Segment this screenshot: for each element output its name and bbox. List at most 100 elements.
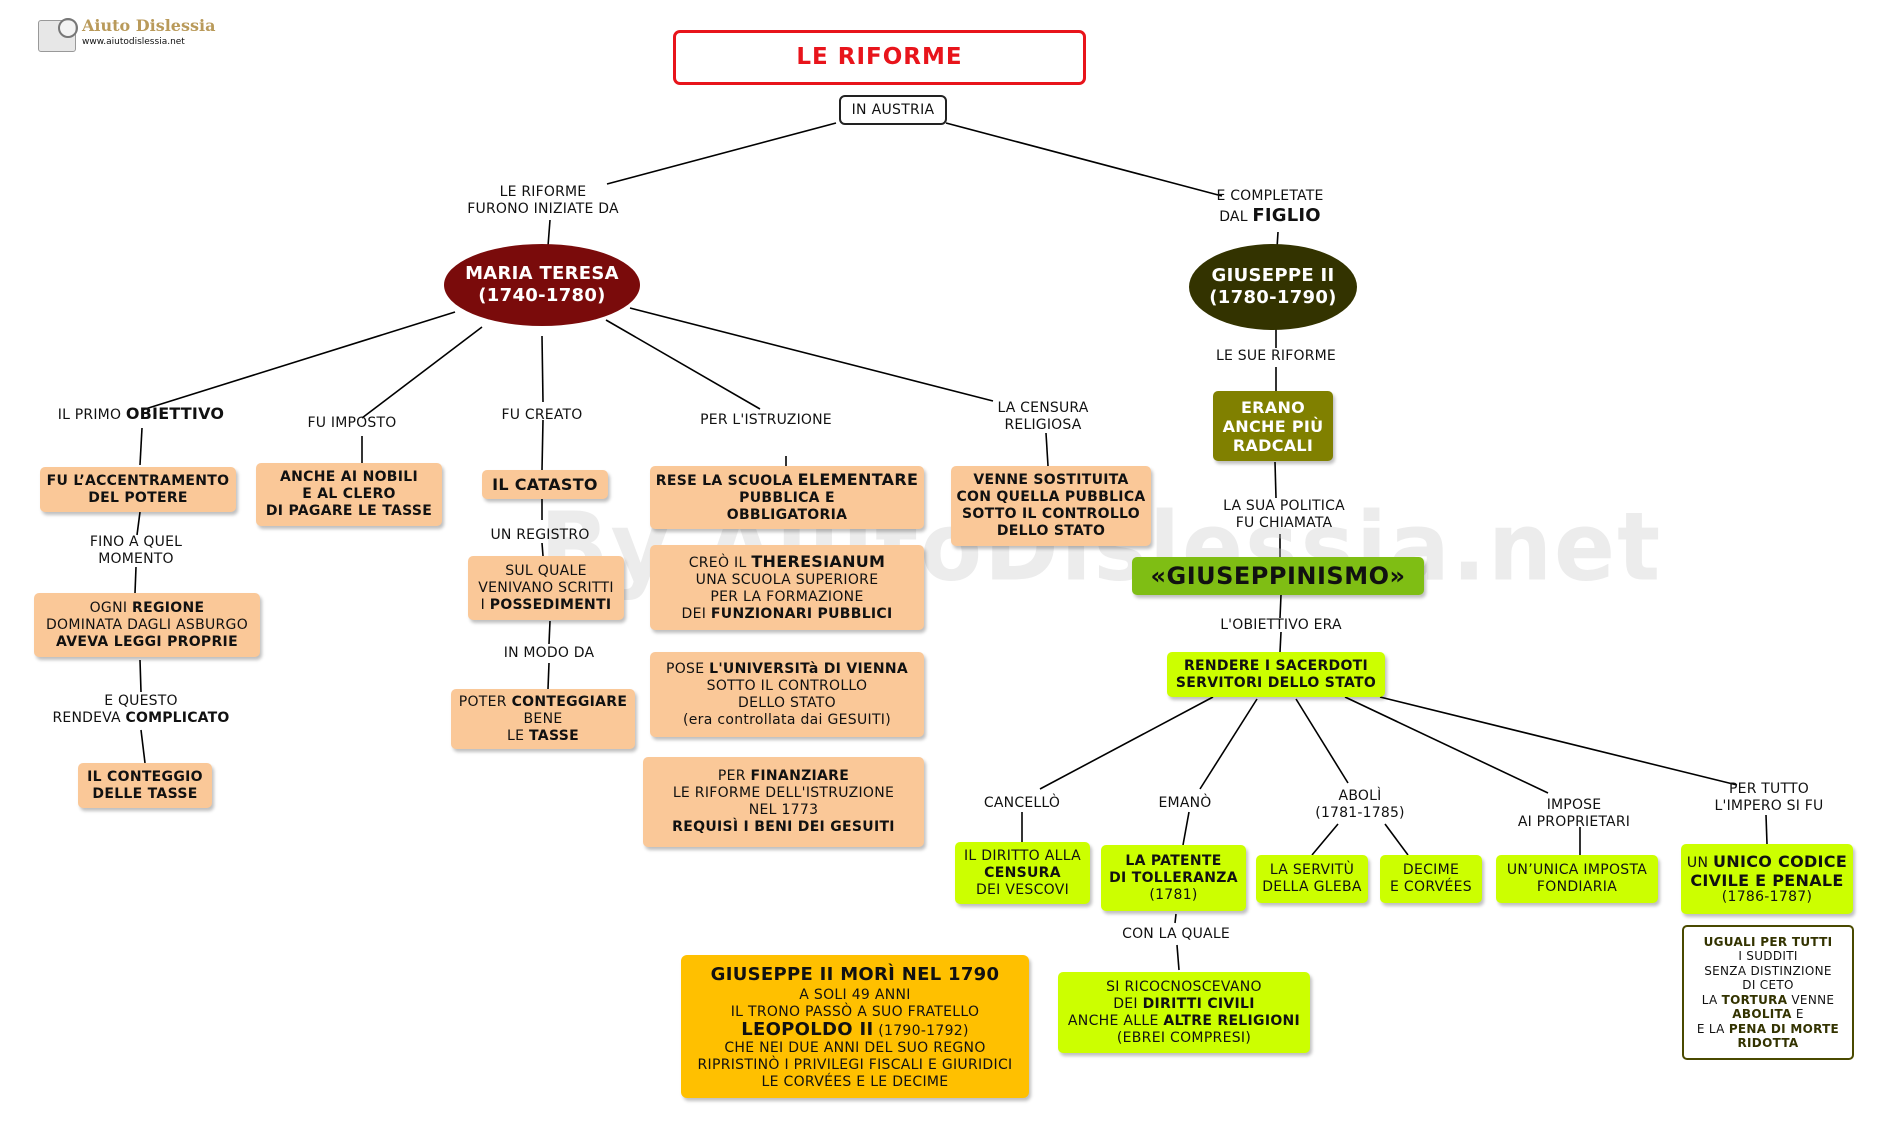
box-text: LE TASSE xyxy=(507,727,579,744)
link-text: (1781-1785) xyxy=(1315,805,1405,821)
link-text: L'OBIETTIVO ERA xyxy=(1220,617,1342,633)
box-text: UN UNICO CODICE xyxy=(1686,851,1848,871)
giuseppinismo-box: «GIUSEPPINISMO» xyxy=(1132,557,1424,595)
box-text: DI PAGARE LE TASSE xyxy=(265,503,433,519)
box-text: ANCHE AI NOBILI xyxy=(279,469,419,485)
box-text: BENE xyxy=(523,710,563,727)
logo-name: Aiuto Dislessia xyxy=(82,16,216,35)
box-text: UN’UNICA IMPOSTA xyxy=(1506,862,1648,878)
imposto-box: ANCHE AI NOBILI E AL CLERO DI PAGARE LE … xyxy=(256,463,442,526)
box-text: DELLO STATO xyxy=(996,523,1106,539)
box-text: ANCHE PIÙ xyxy=(1222,416,1324,436)
node-name: MARIA TERESA xyxy=(465,263,619,284)
link-text: DAL FIGLIO xyxy=(1219,205,1321,226)
node-name: GIUSEPPE II xyxy=(1211,265,1335,286)
box-text: REQUISÌ I BENI DEI GESUITI xyxy=(672,819,895,835)
link-text: FU IMPOSTO xyxy=(307,415,397,431)
link-text: PER L'ISTRUZIONE xyxy=(700,412,832,428)
imposta-fondiaria-box: UN’UNICA IMPOSTA FONDIARIA xyxy=(1496,855,1658,903)
box-text: UNA SCUOLA SUPERIORE xyxy=(695,571,879,588)
link-text: E QUESTO xyxy=(104,693,178,709)
node-years: (1740-1780) xyxy=(478,285,606,306)
root-node-text: IN AUSTRIA xyxy=(851,101,935,118)
link-text: LE RIFORME xyxy=(499,184,587,200)
link-text: L'IMPERO SI FU xyxy=(1714,798,1824,814)
link-text: AI PROPRIETARI xyxy=(1517,814,1631,830)
box-text: IL CONTEGGIO xyxy=(87,768,203,785)
link-con-la-quale: CON LA QUALE xyxy=(1122,926,1230,943)
link-text: FINO A QUEL xyxy=(89,534,183,550)
box-text: IL TRONO PASSÒ A SUO FRATELLO xyxy=(730,1003,980,1020)
main-title-text: LE RIFORME xyxy=(796,44,963,70)
box-text: LA PATENTE xyxy=(1125,852,1222,869)
patente-tolleranza-box: LA PATENTE DI TOLLERANZA (1781) xyxy=(1101,845,1246,911)
box-text: SOTTO IL CONTROLLO xyxy=(962,506,1140,522)
link-text: FU CREATO xyxy=(501,407,583,423)
link-text: IN MODO DA xyxy=(503,645,595,661)
accentramento-box: FU L’ACCENTRAMENTO DEL POTERE xyxy=(40,467,236,512)
box-text: LE CORVÉES E LE DECIME xyxy=(761,1073,949,1090)
theresianum-box: CREÒ IL THERESIANUM UNA SCUOLA SUPERIORE… xyxy=(650,545,924,630)
logo-url: www.aiutodislessia.net xyxy=(82,37,185,47)
link-text: LA SUA POLITICA xyxy=(1223,498,1345,514)
link-imposto: FU IMPOSTO xyxy=(308,415,397,432)
box-text: I POSSEDIMENTI xyxy=(480,596,612,613)
box-text: DEL POTERE xyxy=(88,489,188,506)
box-text: DI TOLLERANZA xyxy=(1109,869,1238,886)
root-node: IN AUSTRIA xyxy=(839,95,947,125)
link-impose: IMPOSE AI PROPRIETARI xyxy=(1518,797,1630,831)
box-text: RENDERE I SACERDOTI xyxy=(1183,657,1369,674)
box-text: OBBLIGATORIA xyxy=(726,507,848,523)
link-fino: FINO A QUEL MOMENTO xyxy=(90,534,182,568)
box-text: CREÒ IL THERESIANUM xyxy=(688,551,886,571)
link-censura: LA CENSURA RELIGIOSA xyxy=(997,400,1088,434)
box-text: SERVITORI DELLO STATO xyxy=(1175,674,1377,691)
link-text: FU CHIAMATA xyxy=(1235,515,1333,531)
link-codice: PER TUTTO L'IMPERO SI FU xyxy=(1715,781,1824,815)
link-cancello: CANCELLÒ xyxy=(984,795,1060,812)
box-text: A SOLI 49 ANNI xyxy=(799,986,911,1003)
box-text: DOMINATA DAGLI ASBURGO xyxy=(45,616,249,633)
box-text: FONDIARIA xyxy=(1536,879,1618,895)
box-text: DI CETO xyxy=(1742,978,1794,992)
logo: Aiuto Dislessia www.aiutodislessia.net xyxy=(38,16,215,54)
box-text: DEI FUNZIONARI PUBBLICI xyxy=(681,605,893,622)
box-text: (1781) xyxy=(1149,886,1198,903)
box-text: NEL 1773 xyxy=(748,802,819,818)
link-politica: LA SUA POLITICA FU CHIAMATA xyxy=(1223,498,1345,532)
box-text: IL CATASTO xyxy=(492,475,598,494)
link-text: PER TUTTO xyxy=(1729,781,1809,797)
box-text: DEI VESCOVI xyxy=(975,881,1070,898)
box-text: RADCALI xyxy=(1232,435,1314,455)
regione-box: OGNI REGIONE DOMINATA DAGLI ASBURGO AVEV… xyxy=(34,593,260,657)
scuola-elementare-box: RESE LA SCUOLA ELEMENTARE PUBBLICA E OBB… xyxy=(650,466,924,529)
radicali-box: ERANO ANCHE PIÙ RADCALI xyxy=(1213,391,1333,461)
box-text: RIDOTTA xyxy=(1737,1036,1799,1050)
box-title: GIUSEPPE II MORÌ NEL 1790 xyxy=(710,963,1000,985)
possedimenti-box: SUL QUALE VENIVANO SCRITTI I POSSEDIMENT… xyxy=(468,556,624,620)
box-text: SENZA DISTINZIONE xyxy=(1704,963,1832,978)
box-text: UGUALI PER TUTTI xyxy=(1703,934,1833,949)
link-creato: FU CREATO xyxy=(502,407,583,424)
link-text: IMPOSE xyxy=(1546,797,1602,813)
box-text: PER FINANZIARE xyxy=(717,768,850,784)
universita-box: POSE L'UNIVERSITà DI VIENNA SOTTO IL CON… xyxy=(650,652,924,737)
link-iniziate: LE RIFORME FURONO INIZIATE DA xyxy=(467,184,619,218)
link-text: CON LA QUALE xyxy=(1122,926,1230,942)
link-text: LE SUE RIFORME xyxy=(1216,348,1336,364)
box-text: FU L’ACCENTRAMENTO xyxy=(46,472,230,489)
catasto-box: IL CATASTO xyxy=(482,470,608,499)
link-complicato: E QUESTO RENDEVA COMPLICATO xyxy=(53,693,230,727)
box-text: ABOLITA E xyxy=(1732,1007,1804,1021)
sacerdoti-box: RENDERE I SACERDOTI SERVITORI DELLO STAT… xyxy=(1167,652,1385,697)
box-text: E CORVÉES xyxy=(1390,879,1472,895)
link-text: LA CENSURA xyxy=(997,400,1089,416)
link-text: UN REGISTRO xyxy=(490,527,590,543)
box-text: E AL CLERO xyxy=(302,486,396,502)
box-text: CON QUELLA PUBBLICA xyxy=(956,489,1146,505)
link-text: CANCELLÒ xyxy=(983,795,1061,811)
uguali-note-box: UGUALI PER TUTTI I SUDDITI SENZA DISTINZ… xyxy=(1682,925,1854,1060)
box-text: CIVILE E PENALE xyxy=(1690,870,1844,890)
censura-vescovi-box: IL DIRITTO ALLA CENSURA DEI VESCOVI xyxy=(955,842,1090,904)
link-emano: EMANÒ xyxy=(1159,795,1212,812)
